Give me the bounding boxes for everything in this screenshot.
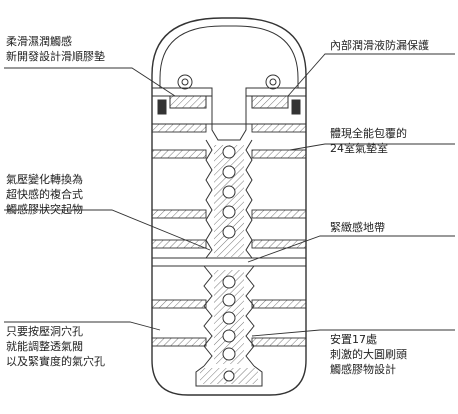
- cap-inner-line: [159, 25, 299, 88]
- callout-mid-right-lower: 緊緻感地帶: [330, 221, 385, 234]
- callout-bottom-right: 安置17處 刺激的大圓刷頭 觸感膠物設計: [330, 333, 407, 376]
- top-lid: [152, 74, 306, 115]
- callout-top-left: 柔滑濕潤觸感 新開發設計滑順膠墊: [6, 35, 105, 63]
- callout-top-right: 內部潤滑液防漏保護: [330, 39, 429, 52]
- outer-shell: [151, 17, 307, 396]
- callout-bottom-left: 只要按壓洞穴孔 就能調整透氣閥 以及緊實度的氣穴孔: [6, 325, 105, 368]
- callout-mid-right-upper: 體現全能包覆的 24室氣墊室: [330, 127, 407, 155]
- central-canal: [195, 96, 263, 387]
- nodules: [222, 145, 236, 382]
- callout-mid-left: 氣壓變化轉換為 超快感的複合式 觸感膠狀突起物: [6, 173, 83, 216]
- side-walls: [151, 123, 307, 347]
- leader-lines: [4, 53, 455, 337]
